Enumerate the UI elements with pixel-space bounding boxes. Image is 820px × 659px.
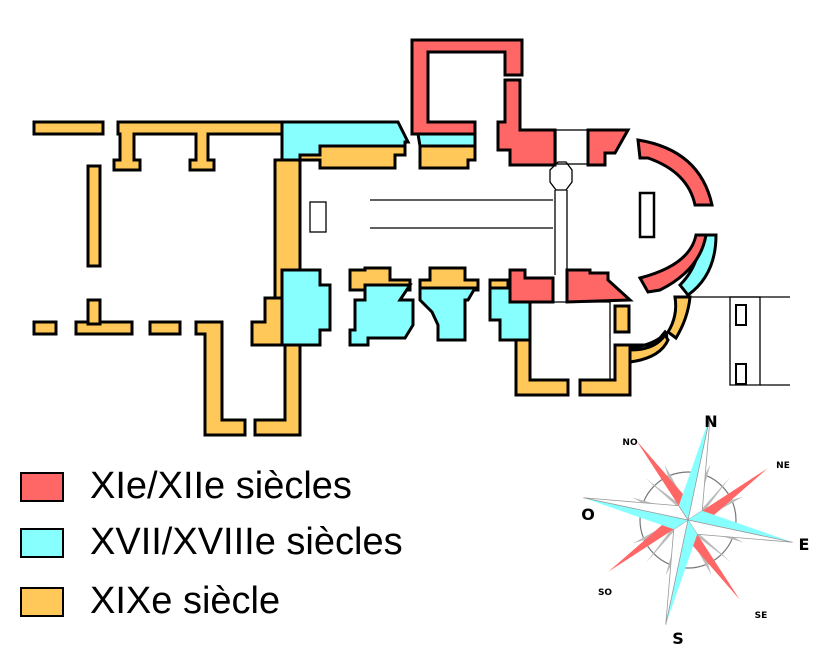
legend-label: XVII/XVIIIe siècles xyxy=(90,521,403,563)
interior-lines xyxy=(309,129,790,386)
legend-label: XIXe siècle xyxy=(90,580,281,622)
legend-item-11th-12th-century: XIe/XIIe siècles xyxy=(20,465,352,508)
legend-item-19th-century: XIXe siècle xyxy=(20,580,280,623)
compass-label-southeast: SE xyxy=(755,611,768,621)
compass-label-northwest: NO xyxy=(622,438,638,448)
compass-label-southwest: SO xyxy=(598,588,612,598)
legend-label: XIe/XIIe siècles xyxy=(90,465,352,507)
legend-swatch-red xyxy=(20,471,64,502)
legend-swatch-cyan xyxy=(20,527,64,558)
compass-label-north: N xyxy=(704,412,717,431)
compass-ring xyxy=(639,471,737,569)
compass-label-northeast: NE xyxy=(776,461,790,471)
walls-17th-18th-century xyxy=(280,120,718,347)
compass-cardinal-points xyxy=(583,415,793,625)
legend-item-17th-18th-century: XVII/XVIIIe siècles xyxy=(20,521,403,564)
legend-swatch-orange xyxy=(20,586,64,617)
walls-11th-12th-century xyxy=(410,38,714,304)
compass-label-south: S xyxy=(672,629,684,648)
compass-rose: N E S O NO NE SE SO xyxy=(581,412,810,648)
compass-label-east: E xyxy=(799,535,810,554)
compass-intercardinal-points xyxy=(608,440,768,600)
compass-label-west: O xyxy=(581,505,595,524)
